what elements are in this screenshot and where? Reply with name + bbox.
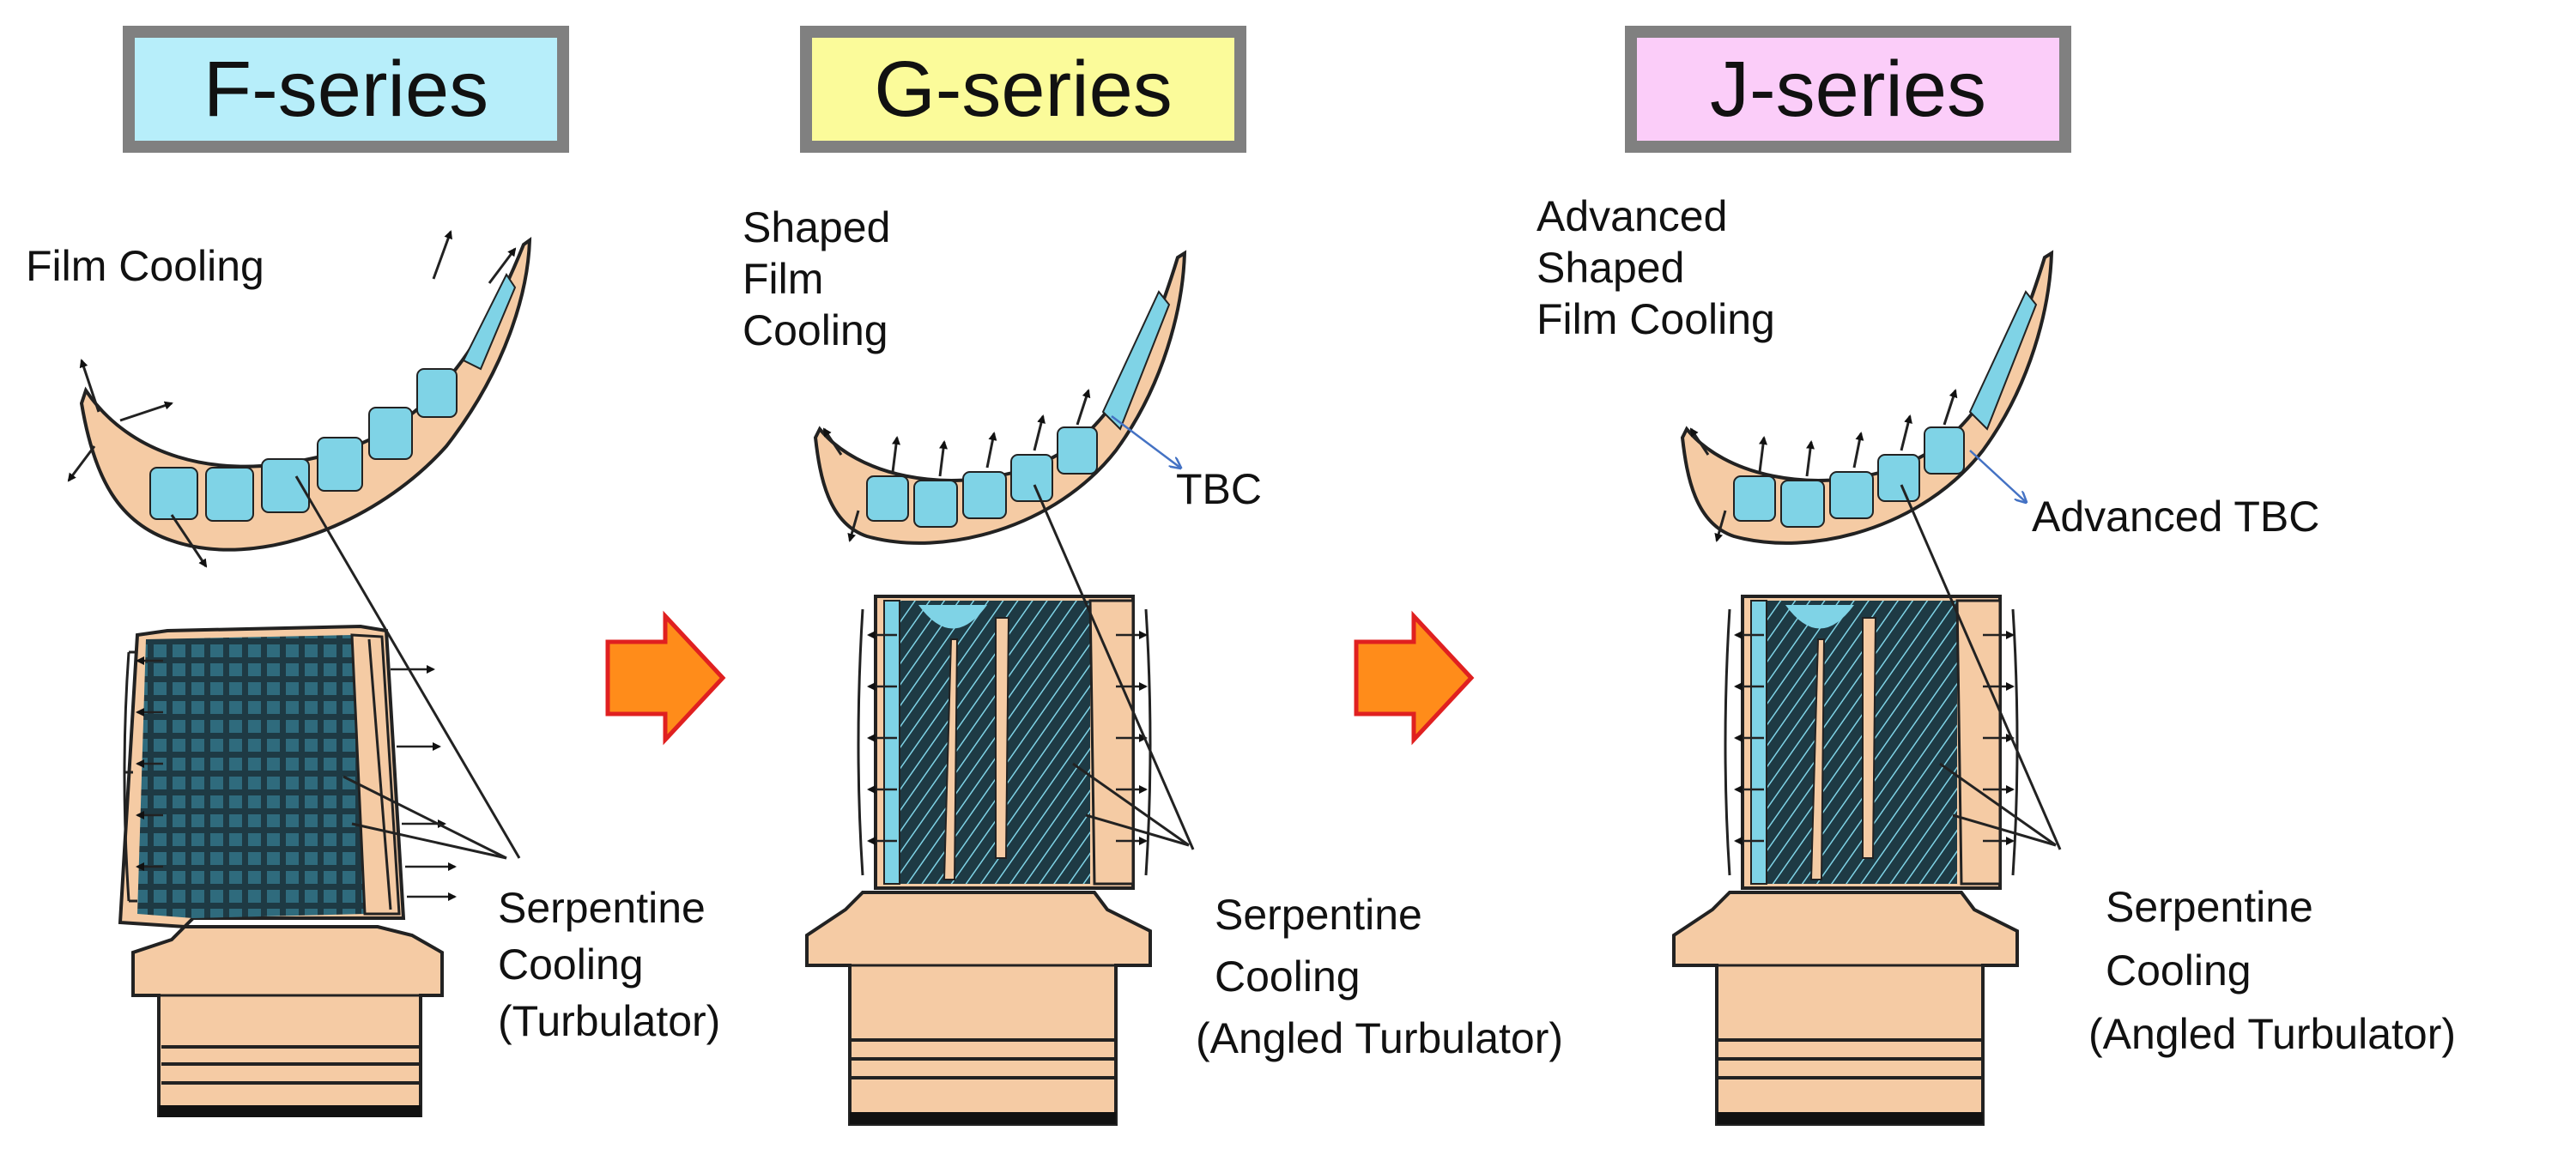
g-leader-lines xyxy=(1033,484,1195,850)
f-series-label: F-series xyxy=(203,45,489,133)
j-serpentine-cooling-label: Serpentine Cooling (Angled Turbulator) xyxy=(2088,883,2457,1058)
f-serpentine-cooling-label: Serpentine Cooling (Turbulator) xyxy=(498,884,721,1045)
j-leader-lines xyxy=(1900,484,2062,850)
g-tbc-leader xyxy=(1111,415,1180,468)
j-airfoil xyxy=(1680,250,2054,545)
f-series-box: F-series xyxy=(123,26,569,153)
g-series-box: G-series xyxy=(800,26,1246,153)
j-advanced-shaped-film-cooling-label: Advanced Shaped Film Cooling xyxy=(1537,192,1775,343)
transition-arrow-2 xyxy=(1354,610,1475,746)
transition-arrow-1 xyxy=(605,610,726,746)
j-series-label: J-series xyxy=(1709,45,1987,133)
f-blade xyxy=(118,624,457,929)
g-tbc-label: TBC xyxy=(1176,465,1262,513)
g-serpentine-cooling-label: Serpentine Cooling (Angled Turbulator) xyxy=(1196,891,1564,1062)
j-tbc-leader xyxy=(1969,450,2026,502)
f-airfoil xyxy=(67,230,532,568)
g-blade xyxy=(857,595,1152,890)
g-airfoil xyxy=(813,250,1187,545)
g-series-label: G-series xyxy=(874,45,1173,133)
f-film-cooling-label: Film Cooling xyxy=(26,242,264,290)
g-root xyxy=(805,891,1152,1126)
f-root xyxy=(131,925,444,1117)
j-root xyxy=(1672,891,2019,1126)
f-leader-lines xyxy=(294,475,521,860)
j-blade xyxy=(1724,595,2019,890)
g-shaped-film-cooling-label: Shaped Film Cooling xyxy=(742,203,891,354)
j-series-box: J-series xyxy=(1625,26,2071,153)
j-advanced-tbc-label: Advanced TBC xyxy=(2032,493,2320,541)
